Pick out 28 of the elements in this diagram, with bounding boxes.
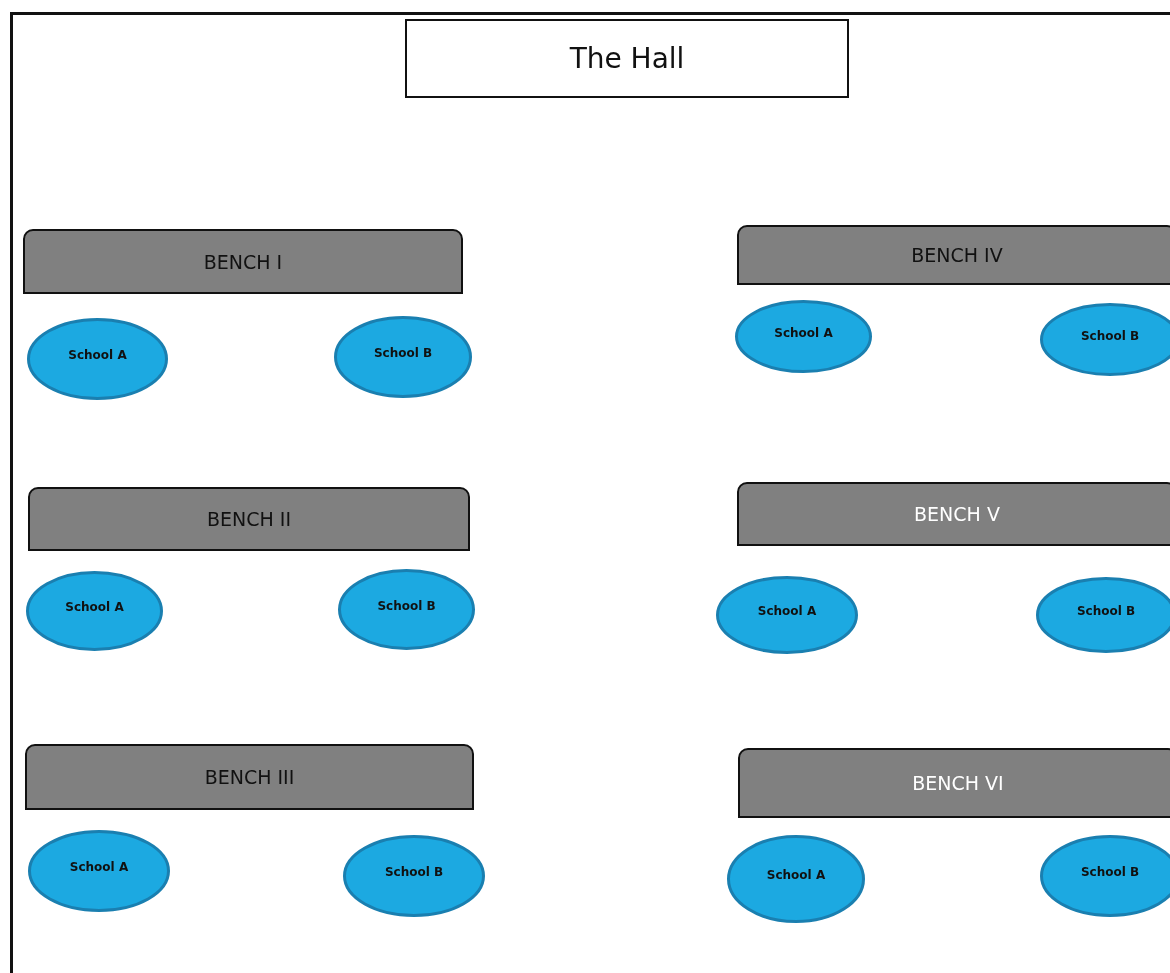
school-label: School A	[766, 868, 826, 882]
title-box: The Hall	[405, 19, 849, 98]
school-label: School B	[1076, 604, 1136, 618]
bench-bar: BENCH IV	[737, 225, 1170, 285]
school-label: School A	[757, 604, 817, 618]
school-label: School A	[68, 348, 127, 362]
school-label: School A	[69, 860, 129, 874]
bench-bar: BENCH VI	[738, 748, 1170, 818]
seat-ellipse	[27, 318, 168, 400]
school-label: School B	[1080, 865, 1140, 879]
bench-bar: BENCH III	[25, 744, 474, 810]
seat-ellipse	[334, 316, 472, 398]
school-label: School B	[384, 865, 444, 879]
seat-ellipse	[735, 300, 872, 373]
bench-bar: BENCH V	[737, 482, 1170, 546]
school-label: School B	[1080, 328, 1140, 343]
seat-ellipse	[338, 569, 475, 650]
seat-ellipse	[28, 830, 170, 912]
school-label: School B	[377, 598, 436, 613]
bench-bar: BENCH I	[23, 229, 463, 294]
seat-ellipse	[343, 835, 485, 917]
school-label: School A	[65, 600, 124, 614]
seat-ellipse	[26, 571, 163, 651]
seat-ellipse	[716, 576, 858, 654]
seat-ellipse	[727, 835, 865, 923]
school-label: School B	[373, 346, 433, 360]
bench-bar: BENCH II	[28, 487, 470, 551]
school-label: School A	[774, 325, 833, 340]
